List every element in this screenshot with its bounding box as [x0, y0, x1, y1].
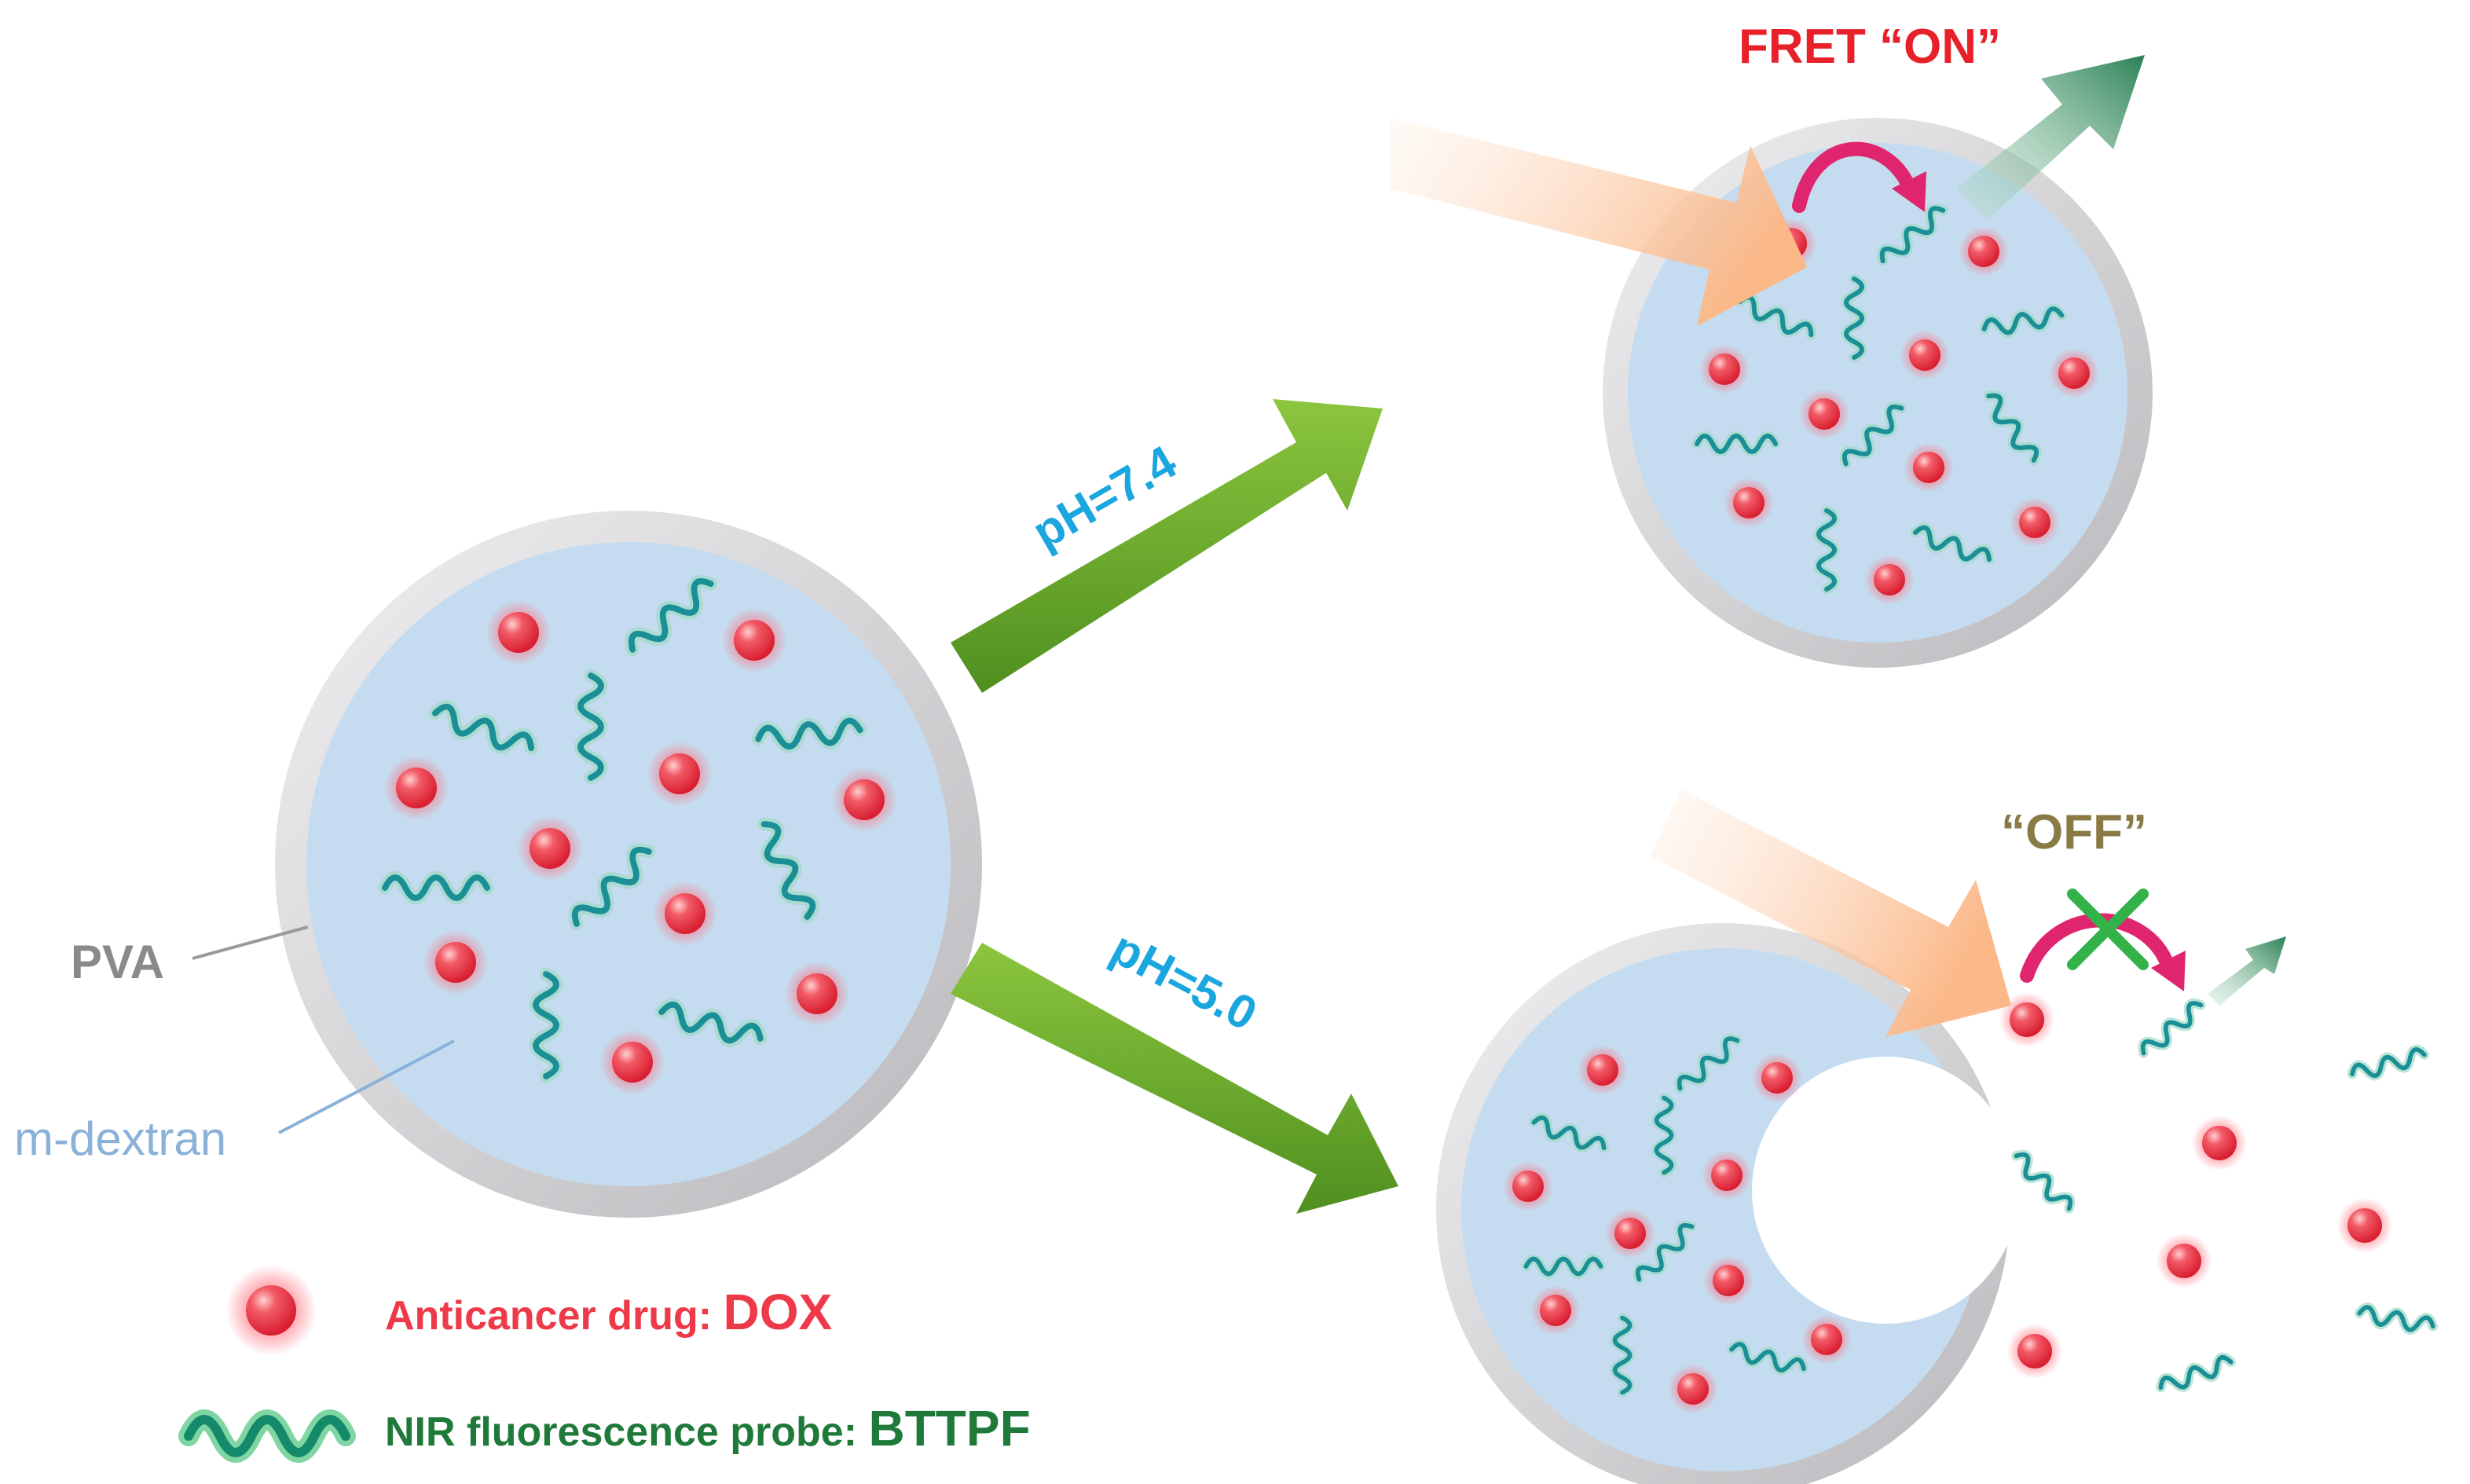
bttpf-probe-14 [1691, 431, 1781, 457]
dox-drug-9 [599, 1029, 665, 1095]
dox-drug-21 [1752, 1053, 1802, 1103]
bttpf-probe-22 [1633, 1220, 1697, 1284]
dox-drug-30 [2191, 1115, 2248, 1171]
bttpf-probe-27 [2011, 1149, 2076, 1214]
dox-drug-14 [2049, 348, 2099, 398]
dox-drug-13 [1900, 330, 1950, 380]
dox-drug-4 [831, 767, 897, 833]
dox-drugs [383, 218, 2393, 1414]
bttpf-probe-29 [2156, 1352, 2236, 1393]
dox-drug-19 [1864, 555, 1915, 605]
bttpf-probe-24 [1726, 1339, 1809, 1376]
fret-transfer-arrow-on [1792, 141, 1926, 213]
dox-drug-20 [1578, 1045, 1628, 1095]
bttpf-probes [378, 203, 2438, 1398]
dox-drug-27 [1801, 1314, 1852, 1365]
dox-drug-32 [2156, 1233, 2212, 1289]
bttpf-probe-5 [378, 870, 494, 905]
dox-drug-2 [383, 755, 449, 821]
bttpf-probe-13 [1983, 390, 2042, 466]
bttpf-probe-3 [751, 714, 867, 753]
dox-drug-7 [423, 929, 489, 995]
bttpf-probe-16 [1813, 505, 1840, 595]
dox-drug-23 [1702, 1150, 1752, 1200]
fret-on-label: FRET “ON” [1739, 20, 2001, 74]
dox-drug-31 [2336, 1197, 2393, 1254]
dox-drug-15 [1799, 389, 1849, 439]
legend-probe-swatch [178, 1409, 356, 1463]
bttpf-probe-21 [1521, 1254, 1606, 1279]
dox-drug-22 [1503, 1161, 1553, 1211]
bttpf-probe-1 [428, 700, 538, 755]
blocked-cross-icon [2067, 889, 2149, 970]
bttpf-probe-17 [1910, 522, 1995, 565]
dox-drug-0 [486, 599, 552, 665]
bttpf-probe-11 [1841, 273, 1867, 363]
legend-drug-text: Anticancer drug: DOX [385, 1284, 833, 1340]
excitation-light-arrow-bottom [1650, 790, 2011, 1037]
dox-drug-25 [1703, 1255, 1754, 1306]
dox-drug-8 [784, 961, 850, 1027]
dox-drug-11 [1959, 226, 2009, 277]
legend-drug-swatch [225, 1265, 317, 1356]
dox-drug-29 [1999, 991, 2055, 1048]
bttpf-probe-15 [1839, 401, 1907, 469]
bttpf-probe-25 [2138, 998, 2206, 1058]
degradation-bite [1752, 1057, 2019, 1324]
bttpf-probe-9 [1877, 203, 1948, 266]
legend: Anticancer drug: DOX NIR fluorescence pr… [178, 1265, 1031, 1463]
bttpf-probe-18 [1674, 1033, 1743, 1094]
dox-drug-33 [2006, 1323, 2063, 1380]
bttpf-probe-28 [2355, 1302, 2438, 1335]
dextran-pointer-line [278, 1039, 455, 1134]
legend-probe-text: NIR fluorescence probe: BTTPF [385, 1400, 1031, 1457]
process-arrow-ph74 [951, 399, 1383, 693]
dox-drug-5 [517, 815, 583, 881]
emission-light-arrow-weak [2208, 936, 2286, 1006]
dox-drug-17 [1724, 478, 1774, 528]
bttpf-probe-26 [2347, 1044, 2430, 1081]
ph-acidic-label: pH=5.0 [1103, 921, 1266, 1040]
dox-drug-3 [647, 741, 713, 807]
dox-drug-1 [721, 607, 787, 673]
bttpf-probe-19 [1529, 1112, 1609, 1153]
dox-drug-16 [1904, 442, 1954, 493]
bttpf-probe-12 [1979, 303, 2067, 338]
dox-drug-26 [1530, 1285, 1581, 1336]
bttpf-probe-23 [1610, 1313, 1635, 1398]
bttpf-probe-4 [757, 817, 819, 924]
process-arrow-ph50 [951, 943, 1398, 1214]
legend-drug-prefix: Anticancer drug: [385, 1293, 724, 1339]
dox-drug-24 [1605, 1208, 1655, 1259]
bttpf-probe-7 [529, 967, 563, 1083]
pva-pointer-line [192, 925, 309, 960]
excitation-light-arrow-top [1391, 118, 1807, 326]
pva-label: PVA [71, 936, 164, 988]
dox-drug-18 [2010, 497, 2060, 548]
bttpf-probe-8 [654, 998, 768, 1047]
bttpf-probe-10 [1735, 292, 1816, 340]
bttpf-probe-20 [1651, 1093, 1677, 1178]
legend-probe-name: BTTPF [868, 1400, 1030, 1457]
legend-drug-name: DOX [724, 1284, 833, 1340]
dox-drug-28 [1668, 1364, 1718, 1414]
legend-probe-prefix: NIR fluorescence probe: [385, 1409, 868, 1455]
bttpf-probe-2 [574, 669, 608, 785]
bttpf-probe-0 [625, 574, 718, 657]
dox-drug-6 [652, 881, 718, 947]
bttpf-probe-6 [568, 843, 656, 931]
dox-drug-12 [1699, 344, 1750, 394]
emission-light-arrow-strong [1956, 55, 2145, 220]
fret-off-label: “OFF” [2001, 805, 2147, 859]
dextran-label: m-dextran [14, 1112, 226, 1165]
